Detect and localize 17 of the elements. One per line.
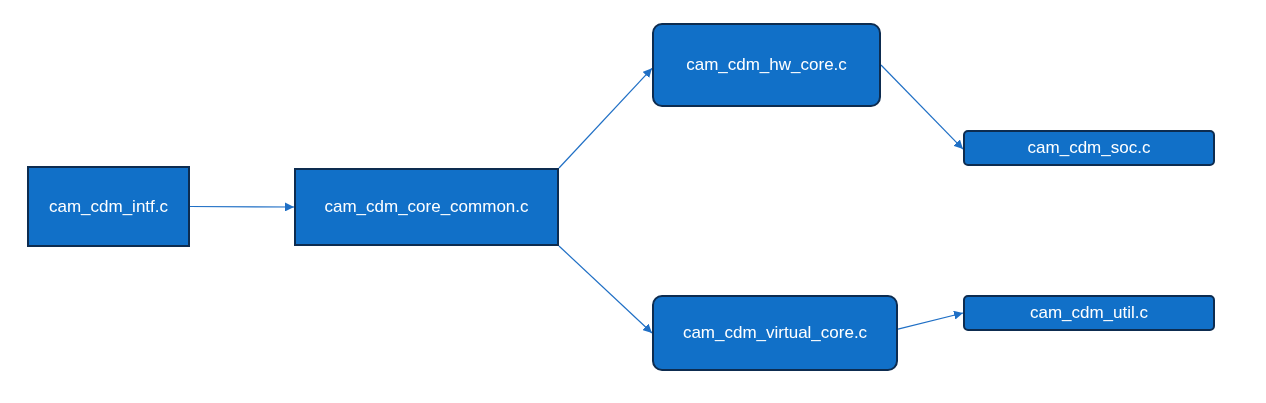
file-name: cam_cdm_soc.c	[1027, 138, 1151, 158]
process-box	[652, 295, 898, 371]
arrow	[558, 67, 653, 169]
arrow	[558, 245, 653, 334]
process-box	[963, 295, 1215, 331]
arrow	[897, 310, 964, 330]
file-name: cam_cdm_hw_core.c	[686, 55, 847, 75]
process-box	[963, 130, 1215, 166]
process-box	[27, 166, 190, 247]
file-name: cam_cdm_intf.c	[48, 196, 168, 217]
process-box	[294, 168, 559, 246]
file-name: cam_cdm_virtual_core.c	[682, 323, 868, 343]
arrow	[189, 202, 295, 212]
file-name: cam_cdm_util.c	[1029, 303, 1149, 323]
file-name: cam_cdm_core_common.c	[324, 197, 529, 217]
arrow	[880, 64, 964, 150]
process-box	[652, 23, 881, 107]
